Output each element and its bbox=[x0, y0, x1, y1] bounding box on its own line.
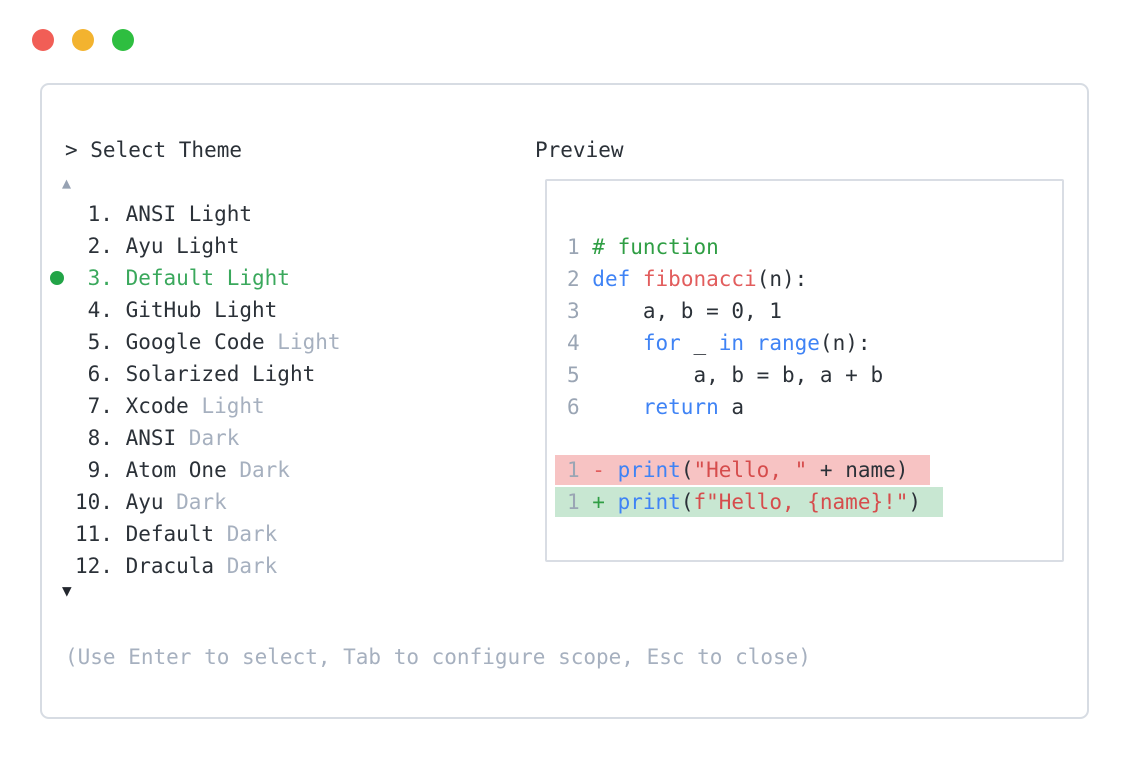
theme-item[interactable]: 10. Ayu Dark bbox=[42, 486, 502, 518]
theme-item-label: 7. Xcode Light bbox=[75, 394, 265, 418]
code-line: 2 def fibonacci(n): bbox=[567, 267, 808, 291]
theme-item-label: 9. Atom One Dark bbox=[75, 458, 290, 482]
theme-item-label: 11. Default Dark bbox=[75, 522, 278, 546]
theme-item-label: 12. Dracula Dark bbox=[75, 554, 278, 578]
code-line: 3 a, b = 0, 1 bbox=[567, 299, 782, 323]
theme-item[interactable]: 3. Default Light bbox=[42, 262, 502, 294]
scroll-down-icon[interactable]: ▼ bbox=[62, 581, 72, 600]
theme-item[interactable]: 6. Solarized Light bbox=[42, 358, 502, 390]
code-line: 4 for _ in range(n): bbox=[567, 331, 871, 355]
window-controls bbox=[32, 29, 134, 51]
minimize-button-icon[interactable] bbox=[72, 29, 94, 51]
preview-heading: Preview bbox=[535, 138, 624, 162]
code-preview-box: 1 # function 2 def fibonacci(n): 3 a, b = … bbox=[545, 179, 1064, 562]
theme-item[interactable]: 5. Google Code Light bbox=[42, 326, 502, 358]
theme-item-label: 3. Default Light bbox=[75, 266, 290, 290]
close-button-icon[interactable] bbox=[32, 29, 54, 51]
theme-list: 1. ANSI Light 2. Ayu Light 3. Default Li… bbox=[42, 85, 502, 717]
scroll-up-icon[interactable]: ▲ bbox=[62, 174, 72, 192]
code-line: 1 # function bbox=[567, 235, 719, 259]
zoom-button-icon[interactable] bbox=[112, 29, 134, 51]
theme-item[interactable]: 8. ANSI Dark bbox=[42, 422, 502, 454]
code-line: 6 return a bbox=[567, 395, 745, 419]
theme-selector-panel: > Select Theme Preview ▲ 1. ANSI Light 2… bbox=[40, 83, 1089, 719]
theme-item[interactable]: 9. Atom One Dark bbox=[42, 454, 502, 486]
theme-item[interactable]: 7. Xcode Light bbox=[42, 390, 502, 422]
diff-line-removed: 1 - print("Hello, " + name) bbox=[555, 455, 931, 485]
theme-item[interactable]: 2. Ayu Light bbox=[42, 230, 502, 262]
diff-line-added: 1 + print(f"Hello, {name}!") bbox=[555, 487, 944, 517]
theme-item-label: 4. GitHub Light bbox=[75, 298, 278, 322]
code-line: 5 a, b = b, a + b bbox=[567, 363, 884, 387]
theme-item[interactable]: 12. Dracula Dark bbox=[42, 550, 502, 582]
theme-item[interactable]: 4. GitHub Light bbox=[42, 294, 502, 326]
theme-item[interactable]: 11. Default Dark bbox=[42, 518, 502, 550]
keyboard-hint: (Use Enter to select, Tab to configure s… bbox=[65, 645, 811, 669]
theme-item[interactable]: 1. ANSI Light bbox=[42, 198, 502, 230]
selected-indicator-icon bbox=[50, 271, 64, 285]
theme-item-label: 10. Ayu Dark bbox=[75, 490, 227, 514]
theme-item-label: 5. Google Code Light bbox=[75, 330, 341, 354]
theme-item-label: 1. ANSI Light bbox=[75, 202, 253, 226]
theme-item-label: 8. ANSI Dark bbox=[75, 426, 240, 450]
theme-item-label: 2. Ayu Light bbox=[75, 234, 240, 258]
theme-item-label: 6. Solarized Light bbox=[75, 362, 316, 386]
theme-search-prompt[interactable]: > Select Theme bbox=[65, 138, 243, 162]
